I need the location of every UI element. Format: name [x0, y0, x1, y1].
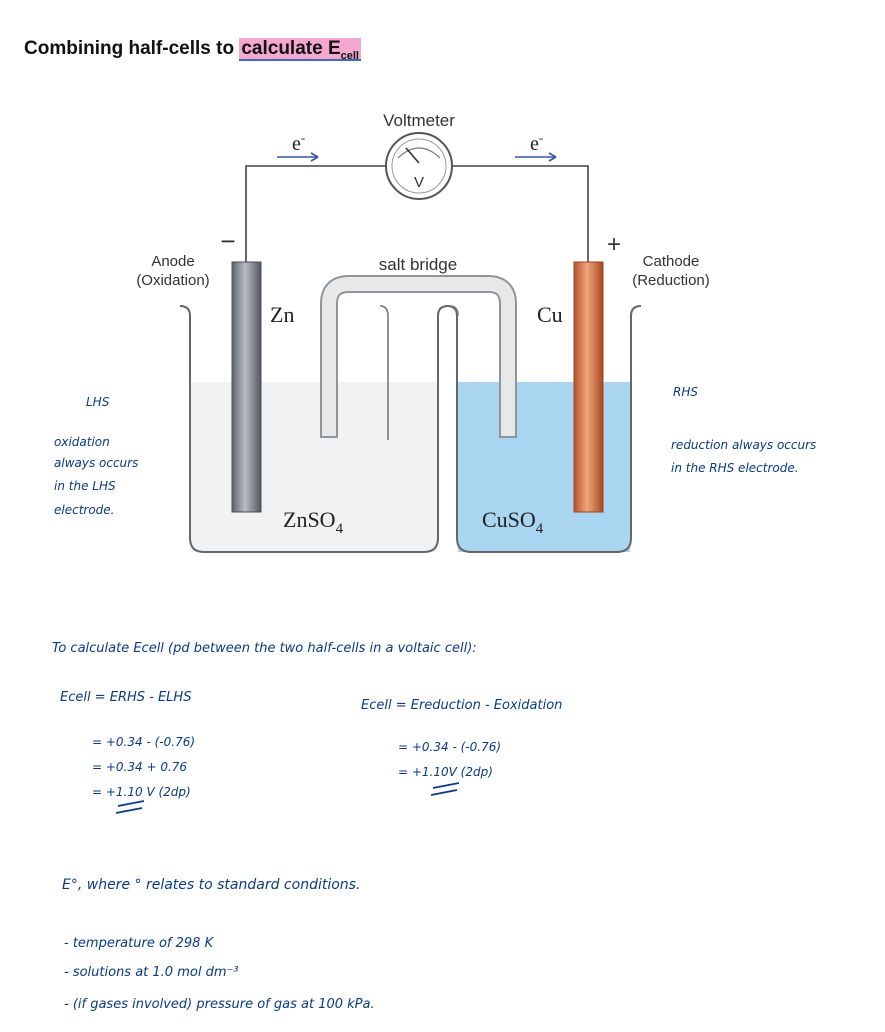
voltmeter-dial	[385, 132, 453, 200]
page-title: Combining half-cells to calculate Ecell	[24, 38, 361, 62]
left-answer-underline	[115, 800, 145, 814]
right-step-2: = +1.10V (2dp)	[398, 765, 493, 779]
condition-temperature: - temperature of 298 K	[64, 936, 215, 951]
lhs-note-line-1: oxidation	[54, 435, 110, 449]
zn-label: Zn	[270, 302, 294, 327]
left-formula: Ecell = ERHS - ELHS	[60, 690, 191, 705]
anode-sublabel: (Oxidation)	[136, 272, 209, 289]
left-step-1: = +0.34 - (-0.76)	[92, 735, 195, 749]
title-highlight-sub: cell	[340, 49, 359, 62]
condition-solutions: - solutions at 1.0 mol dm⁻³	[64, 965, 239, 980]
voltmeter-inner	[391, 138, 447, 194]
left-step-2: = +0.34 + 0.76	[92, 760, 187, 774]
right-step-1: = +0.34 - (-0.76)	[398, 740, 501, 754]
right-beaker	[446, 305, 642, 553]
lhs-note-line-4: electrode.	[54, 503, 115, 517]
wire-left	[245, 165, 385, 262]
copper-electrode	[573, 261, 604, 513]
zinc-electrode	[231, 261, 262, 513]
right-answer-underline	[430, 782, 460, 796]
cu-label: Cu	[537, 302, 563, 327]
lhs-note-heading: LHS	[86, 395, 110, 409]
arrow-left-head	[310, 152, 319, 162]
plus-sign: +	[607, 231, 621, 258]
lhs-note-line-3: in the LHS	[54, 479, 116, 493]
znso4-label: ZnSO4	[283, 507, 344, 537]
salt-bridge-label: salt bridge	[379, 255, 457, 274]
bridge-clip-left	[379, 305, 389, 440]
bridge-clip-right	[449, 305, 459, 317]
voltmeter-label: Voltmeter	[383, 111, 455, 130]
wire-right	[453, 165, 589, 262]
electron-left: e-	[292, 130, 305, 155]
salt-bridge-fill	[322, 277, 515, 436]
left-beaker	[179, 305, 449, 553]
title-prefix: Combining half-cells to	[24, 38, 240, 59]
arrow-right-head	[548, 152, 557, 162]
title-highlight-text: calculate E	[241, 38, 341, 59]
right-formula: Ecell = Ereduction - Eoxidation	[361, 698, 562, 713]
cathode-label: Cathode	[643, 253, 700, 270]
minus-sign: −	[220, 226, 235, 256]
condition-pressure: - (if gases involved) pressure of gas at…	[64, 997, 375, 1012]
calc-intro: To calculate Ecell (pd between the two h…	[52, 641, 477, 656]
left-step-3: = +1.10 V (2dp)	[92, 785, 191, 799]
title-highlight: calculate Ecell	[239, 38, 361, 62]
cuso4-label: CuSO4	[482, 507, 544, 537]
voltmeter-needle	[405, 147, 420, 164]
rhs-note-line-1: reduction always occurs	[671, 438, 816, 452]
anode-label: Anode	[151, 253, 194, 270]
standard-conditions-line: E°, where ° relates to standard conditio…	[62, 877, 360, 893]
cathode-sublabel: (Reduction)	[632, 272, 710, 289]
lhs-note-line-2: always occurs	[54, 456, 138, 470]
voltmeter-symbol: V	[414, 174, 424, 191]
rhs-note-heading: RHS	[673, 385, 698, 399]
electron-right: e-	[530, 130, 543, 155]
voltmeter-scale	[397, 147, 441, 159]
rhs-note-line-2: in the RHS electrode.	[671, 461, 799, 475]
